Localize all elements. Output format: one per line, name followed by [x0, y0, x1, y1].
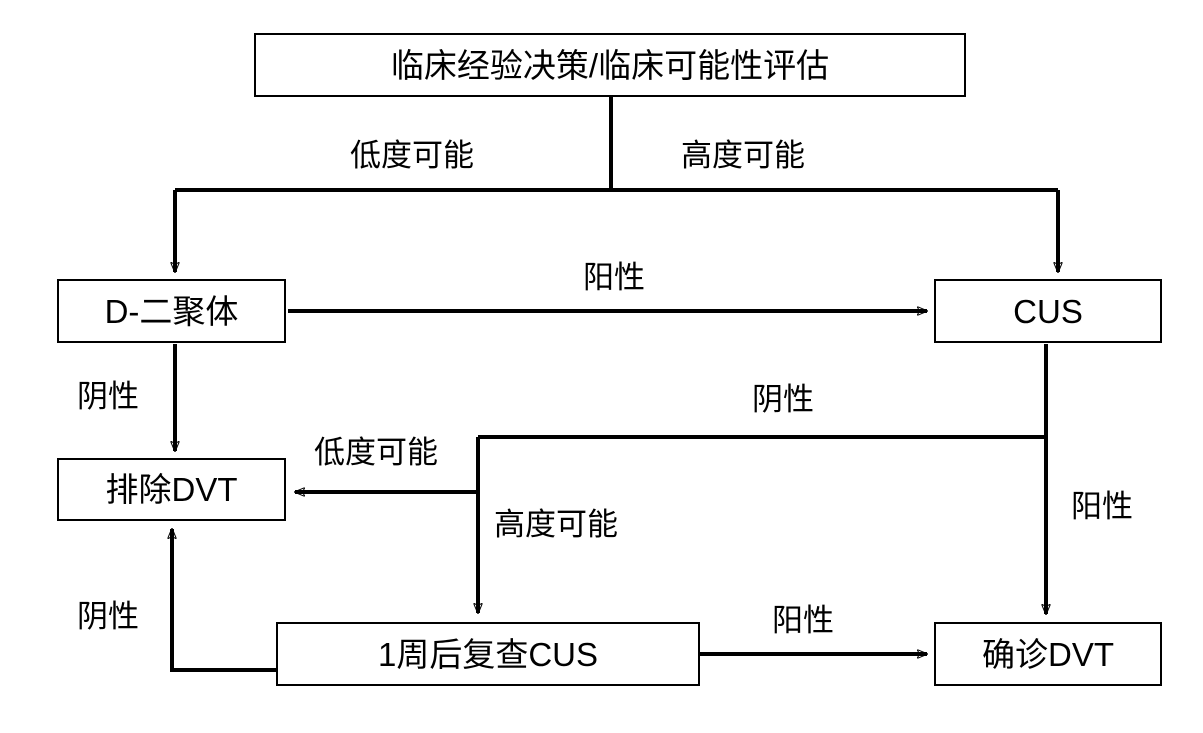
node-d-dimer[interactable]: D-二聚体: [57, 279, 286, 343]
node-cus[interactable]: CUS: [934, 279, 1162, 343]
node-label-cus: CUS: [1013, 292, 1083, 330]
node-label-confirm-dvt: 确诊DVT: [982, 635, 1114, 673]
node-exclude-dvt[interactable]: 排除DVT: [57, 458, 286, 521]
edge-label-positive-cus: 阳性: [1071, 489, 1133, 524]
edge-label-high-probability-mid: 高度可能: [494, 507, 618, 542]
edge-label-negative-ddimer: 阴性: [77, 379, 139, 414]
edge-label-low-probability-mid: 低度可能: [314, 435, 438, 470]
wire-repeat-to-exclude: [172, 529, 276, 672]
edge-label-positive-repeat: 阳性: [772, 603, 834, 638]
edge-label-negative-cus: 阴性: [752, 382, 814, 417]
edge-label-positive-ddimer: 阳性: [583, 260, 645, 295]
node-repeat-cus[interactable]: 1周后复查CUS: [276, 622, 700, 686]
node-confirm-dvt[interactable]: 确诊DVT: [934, 622, 1162, 686]
edge-label-negative-repeat: 阴性: [77, 599, 139, 634]
edge-label-low-probability-top: 低度可能: [350, 138, 474, 173]
node-label-exclude-dvt: 排除DVT: [105, 471, 238, 508]
node-clinical-assessment[interactable]: 临床经验决策/临床可能性评估: [254, 33, 966, 97]
node-label-clinical-assessment: 临床经验决策/临床可能性评估: [390, 46, 830, 84]
node-label-repeat-cus: 1周后复查CUS: [377, 635, 599, 673]
node-label-d-dimer: D-二聚体: [104, 292, 239, 330]
edge-label-high-probability-top: 高度可能: [681, 138, 805, 173]
